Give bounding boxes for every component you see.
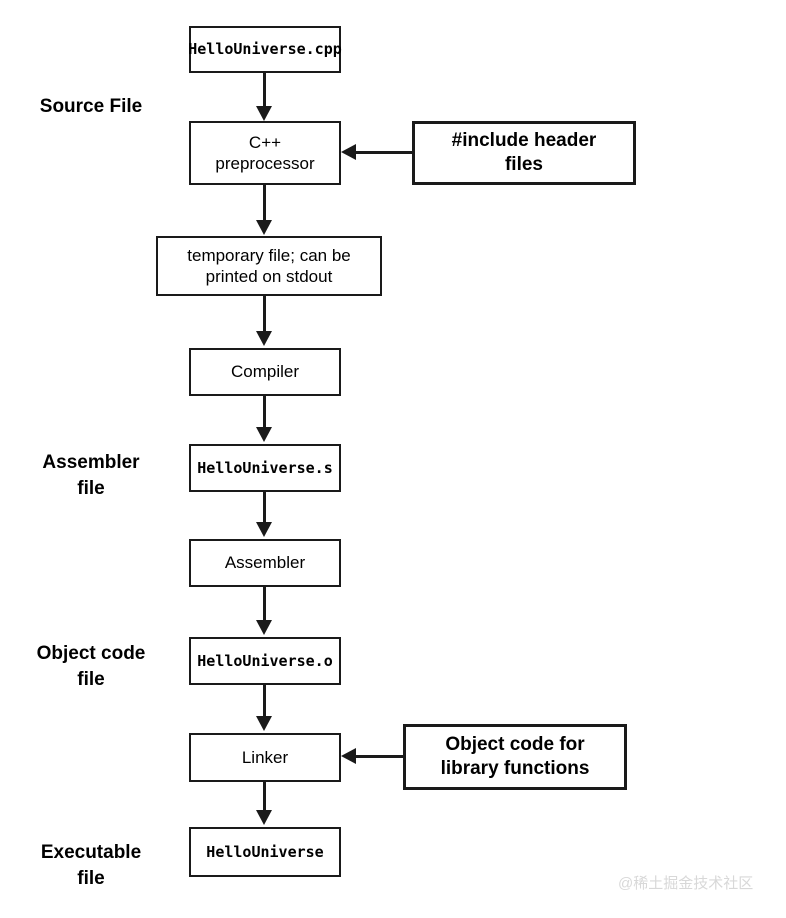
arrowhead-library-to-linker	[341, 748, 356, 764]
connector-source-to-preprocessor	[263, 73, 266, 109]
node-temporary-file-label: temporary file; can be printed on stdout	[187, 245, 351, 286]
stage-label-source-file: Source File	[39, 96, 143, 117]
node-library-object-code-label: Object code for library functions	[440, 734, 590, 779]
node-compiler[interactable]: Compiler	[189, 348, 341, 396]
arrowhead-assembler-to-object-file	[256, 620, 272, 635]
connector-preprocessor-to-temp-file	[263, 185, 266, 222]
node-assembler[interactable]: Assembler	[189, 539, 341, 587]
node-preprocessor-label: C++ preprocessor	[215, 132, 315, 173]
connector-headers-to-preprocessor	[355, 151, 413, 154]
node-temporary-file[interactable]: temporary file; can be printed on stdout	[156, 236, 382, 296]
arrowhead-assembler-file-to-assembler	[256, 522, 272, 537]
node-assembler-file[interactable]: HelloUniverse.s	[189, 444, 341, 492]
node-object-file[interactable]: HelloUniverse.o	[189, 637, 341, 685]
arrowhead-object-file-to-linker	[256, 716, 272, 731]
node-source-file[interactable]: HelloUniverse.cpp	[188, 26, 342, 73]
connector-assembler-file-to-assembler	[263, 492, 266, 525]
arrowhead-linker-to-executable	[256, 810, 272, 825]
node-include-header-files[interactable]: #include header files	[412, 121, 636, 185]
connector-object-file-to-linker	[263, 685, 266, 719]
arrowhead-compiler-to-assembler-file	[256, 427, 272, 442]
node-preprocessor[interactable]: C++ preprocessor	[189, 121, 341, 185]
node-source-file-label: HelloUniverse.cpp	[188, 40, 342, 59]
node-object-file-label: HelloUniverse.o	[197, 651, 333, 670]
node-executable[interactable]: HelloUniverse	[189, 827, 341, 877]
stage-label-executable-file: Executable file	[40, 842, 142, 889]
node-linker-label: Linker	[241, 747, 289, 767]
arrowhead-source-to-preprocessor	[256, 106, 272, 121]
node-executable-label: HelloUniverse	[206, 842, 324, 861]
stage-label-object-code-file: Object code file	[36, 643, 146, 690]
node-compiler-label: Compiler	[230, 362, 300, 382]
node-library-object-code[interactable]: Object code for library functions	[403, 724, 627, 790]
connector-temp-file-to-compiler	[263, 296, 266, 334]
connector-assembler-to-object-file	[263, 587, 266, 621]
node-include-header-files-label: #include header files	[451, 130, 597, 175]
watermark: @稀土掘金技术社区	[618, 875, 754, 892]
arrowhead-headers-to-preprocessor	[341, 144, 356, 160]
node-assembler-file-label: HelloUniverse.s	[197, 458, 333, 477]
connector-library-to-linker	[355, 755, 403, 758]
stage-label-assembler-file: Assembler file	[42, 452, 140, 499]
connector-compiler-to-assembler-file	[263, 396, 266, 430]
node-assembler-label: Assembler	[224, 553, 306, 573]
node-linker[interactable]: Linker	[189, 733, 341, 782]
arrowhead-preprocessor-to-temp-file	[256, 220, 272, 235]
arrowhead-temp-file-to-compiler	[256, 331, 272, 346]
connector-linker-to-executable	[263, 782, 266, 812]
